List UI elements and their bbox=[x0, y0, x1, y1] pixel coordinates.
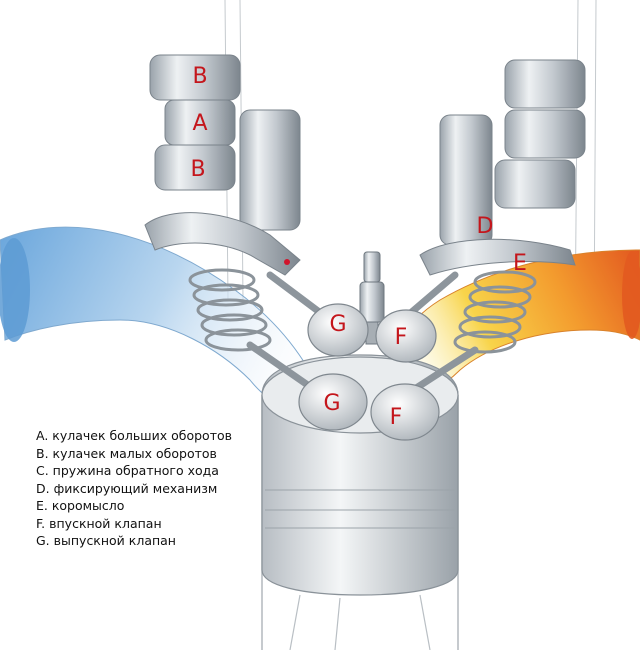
label-d: D bbox=[476, 214, 494, 239]
legend-item-g: G. выпускной клапан bbox=[36, 533, 176, 548]
legend-item-e: E. коромысло bbox=[36, 498, 125, 513]
label-g-lower: G bbox=[323, 391, 341, 416]
legend: A. кулачек больших оборотов B. кулачек м… bbox=[36, 427, 232, 550]
label-g-upper: G bbox=[329, 312, 347, 337]
legend-item-f: F. впускной клапан bbox=[36, 515, 162, 531]
legend-item-c: C. пружина обратного хода bbox=[36, 463, 219, 478]
label-b-top: B bbox=[192, 64, 208, 89]
label-b-bottom: B bbox=[190, 157, 206, 182]
legend-item-b: B. кулачек малых оборотов bbox=[36, 445, 217, 461]
label-f-lower: F bbox=[389, 405, 403, 430]
label-a: A bbox=[192, 111, 208, 136]
legend-item-a: A. кулачек больших оборотов bbox=[36, 428, 233, 443]
legend-item-d: D. фиксирующий механизм bbox=[36, 480, 218, 496]
label-e: E bbox=[513, 251, 527, 276]
label-f-upper: F bbox=[394, 325, 408, 350]
